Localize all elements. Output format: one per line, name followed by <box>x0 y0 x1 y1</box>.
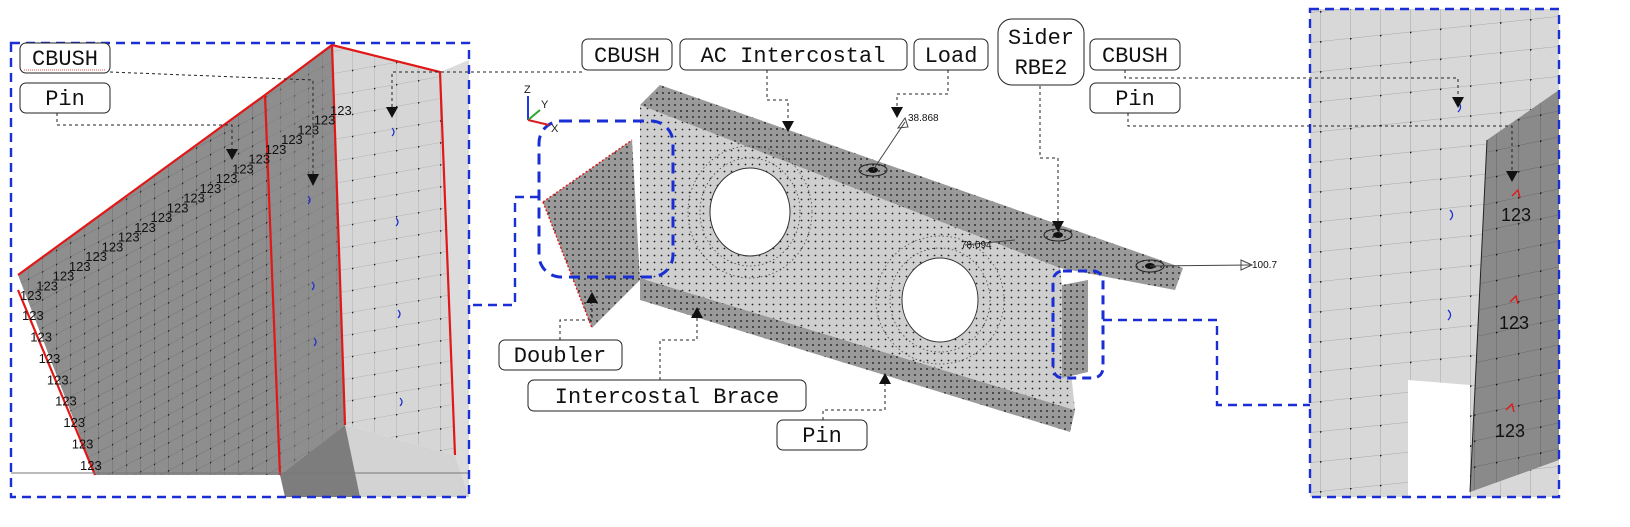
callout-cbush-mid: CBUSH <box>581 38 673 71</box>
callout-pin-bottom: Pin <box>776 419 868 451</box>
callout-cbush-right: CBUSH <box>1089 38 1181 71</box>
doubler-highlight-box <box>537 119 675 279</box>
dof-label: 123 <box>281 132 303 147</box>
dof-label-right-1: 123 <box>1501 205 1531 225</box>
dof-label: 123 <box>232 161 254 176</box>
flange-light-left <box>332 45 455 455</box>
dof-label: 123 <box>30 329 52 344</box>
callout-intercostal-brace: Intercostal Brace <box>527 379 807 412</box>
callout-doubler: Doubler <box>498 339 623 371</box>
svg-text:Pin: Pin <box>802 424 842 449</box>
dof-label: 123 <box>102 239 124 254</box>
dof-label: 123 <box>167 200 189 215</box>
dof-label: 123 <box>248 152 270 167</box>
callout-sider-rbe2: Sider RBE2 <box>997 18 1085 86</box>
dof-label: 123 <box>47 372 69 387</box>
callout-pin-right: Pin <box>1089 82 1181 114</box>
web-panel-left <box>18 95 280 475</box>
dof-label: 123 <box>72 437 94 452</box>
dof-label: 123 <box>20 288 42 303</box>
load-value-top: 38.868 <box>908 113 939 124</box>
svg-text:Intercostal Brace: Intercostal Brace <box>555 385 779 410</box>
dof-label: 123 <box>314 113 336 128</box>
axis-z-label: Z <box>524 84 531 96</box>
svg-text:Pin: Pin <box>45 87 85 112</box>
svg-text:Load: Load <box>925 44 978 69</box>
dof-label: 123 <box>80 458 102 473</box>
coordinate-triad: Z Y X <box>524 84 559 135</box>
dof-labels-left: 1231231231231231231231231231231231231231… <box>20 103 352 473</box>
connector-right <box>1103 318 1310 407</box>
load-value-right: 100.7 <box>1252 260 1277 271</box>
lightening-holes <box>687 145 1005 365</box>
svg-text:CBUSH: CBUSH <box>32 47 98 72</box>
dof-label: 123 <box>151 210 173 225</box>
dof-label: 123 <box>265 142 287 157</box>
dof-label: 123 <box>297 123 319 138</box>
right-zoom-frame <box>1308 7 1561 499</box>
dof-label: 123 <box>330 103 352 118</box>
svg-text:RBE2: RBE2 <box>1015 56 1068 81</box>
connector-left <box>470 195 539 307</box>
svg-text:AC Intercostal: AC Intercostal <box>701 44 886 69</box>
dof-label: 123 <box>134 220 156 235</box>
dof-label: 123 <box>69 259 91 274</box>
axis-x-label: X <box>551 123 559 135</box>
right-zoom-panel: 123 123 123 <box>1308 7 1561 499</box>
dof-label: 123 <box>200 181 222 196</box>
svg-text:Sider: Sider <box>1008 26 1074 51</box>
dof-label-right-2: 123 <box>1499 313 1529 333</box>
dof-label: 123 <box>183 191 205 206</box>
intercostal-brace-flange <box>640 278 1075 432</box>
axis-y-label: Y <box>541 99 549 111</box>
dof-label: 123 <box>53 269 75 284</box>
center-model: 38.868 100.7 78.094 Z Y X <box>470 84 1310 432</box>
dof-label: 123 <box>118 230 140 245</box>
callout-ac-intercostal: AC Intercostal <box>679 38 908 71</box>
dof-label: 123 <box>63 415 85 430</box>
left-zoom-frame <box>9 41 471 499</box>
callout-load: Load <box>913 38 989 71</box>
dof-label: 123 <box>39 351 61 366</box>
svg-text:Pin: Pin <box>1115 87 1155 112</box>
svg-text:Doubler: Doubler <box>514 344 606 369</box>
callout-pin-left: Pin <box>19 82 111 114</box>
doubler-plate <box>543 140 640 328</box>
sider-plate-right <box>1470 90 1559 492</box>
leader-arrowheads <box>226 97 1518 384</box>
cbush-markers-left <box>307 127 403 407</box>
dof-label: 123 <box>22 308 44 323</box>
svg-text:CBUSH: CBUSH <box>1102 44 1168 69</box>
dof-label: 123 <box>216 171 238 186</box>
svg-text:CBUSH: CBUSH <box>594 44 660 69</box>
sider-highlight-box <box>1051 269 1105 380</box>
callout-cbush-left: CBUSH <box>19 42 111 74</box>
leader-lines <box>56 70 1513 420</box>
dof-label: 123 <box>85 249 107 264</box>
load-value-middle: 78.094 <box>961 240 992 251</box>
dof-label: 123 <box>55 394 77 409</box>
dof-label-right-3: 123 <box>1495 421 1525 441</box>
dof-label: 123 <box>36 278 58 293</box>
left-zoom-panel: 1231231231231231231231231231231231231231… <box>9 41 471 499</box>
